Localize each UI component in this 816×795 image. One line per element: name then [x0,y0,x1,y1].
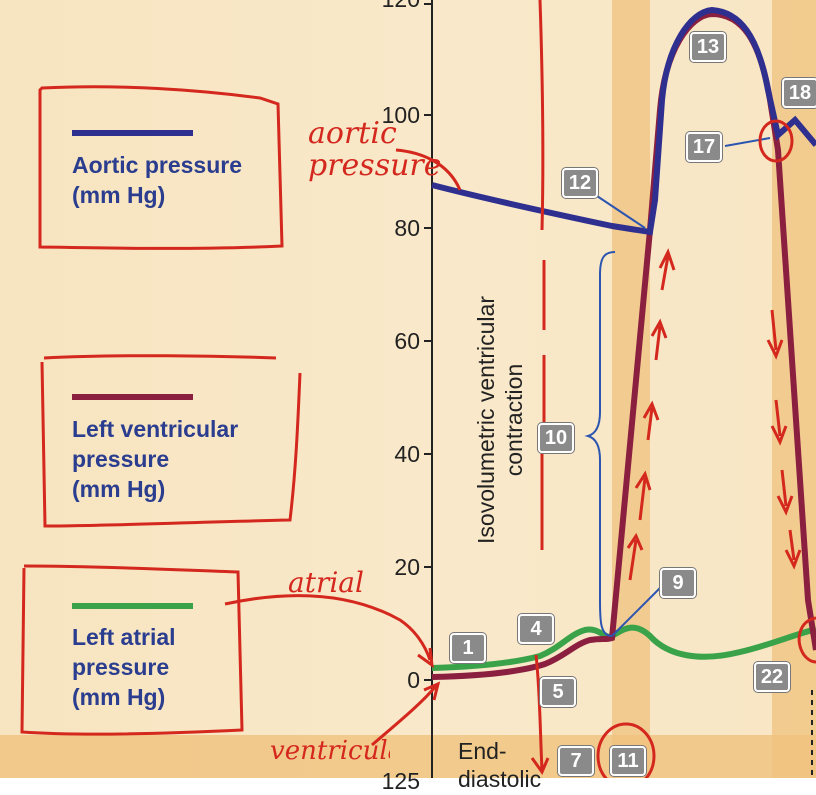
ink-circle-right-edge [797,616,816,664]
badge-12: 12 [562,168,598,198]
badge-22: 22 [754,662,790,692]
ink-circle-11 [596,722,656,778]
handwriting-ventricular: ventricular [270,736,390,766]
y-tick-label-0: 0 [407,667,420,693]
badge-17: 17 [686,132,722,162]
y-tick-label-40: 40 [394,441,420,467]
ink-ventricular-arrow [371,681,441,747]
handwriting-aortic: aortic pressure [308,116,442,183]
y-tick-label-80: 80 [394,215,420,241]
ink-circle-17 [758,119,794,163]
aortic-pressure-curve [431,6,816,236]
leader-12 [593,193,646,229]
y-tick-label-60: 60 [394,328,420,354]
ink-vertical-line [538,0,546,550]
legend-box-ventricular [40,354,302,528]
badge-18: 18 [782,78,816,108]
legend-box-aortic [38,85,284,250]
diagram-graphics [0,0,816,778]
leader-9 [611,587,661,637]
ink-atrial-arrow [224,594,434,669]
phase-band-left [612,0,650,778]
y-tick-label-bottom: 125 [381,768,420,794]
handwriting-atrial: atrial [288,566,364,599]
bottom-band [0,735,816,778]
badge-10: 10 [538,423,574,453]
legend-label-aortic: Aortic pressure (mm Hg) [72,152,243,208]
legend-label-atrial: Left atrial pressure (mm Hg) [72,624,176,710]
badge-11: 11 [610,746,646,776]
y-tick-label-20: 20 [394,554,420,580]
badge-9: 9 [660,568,696,598]
brace-isovolumetric [584,251,616,637]
badge-7: 7 [558,746,594,776]
legend-label-ventricular: Left ventricular pressure (mm Hg) [72,416,239,502]
phase-label-isovolumetric: Isovolumetric ventricular contraction [473,296,527,544]
ink-down-arrows [766,309,802,570]
y-tick-label-100: 100 [381,102,420,128]
y-tick-label-120: 120 [370,0,420,13]
badge-4: 4 [518,614,554,644]
ink-aortic-arrow [395,148,462,191]
badge-1: 1 [450,633,486,663]
leader-17 [724,137,771,147]
ink-up-arrows [626,248,676,581]
badge-5: 5 [540,677,576,707]
badge-13: 13 [690,32,726,62]
end-diastolic-label: End- diastolic [458,738,542,792]
ink-small-arrow-bottom [530,654,550,776]
legend-box-atrial [20,564,244,736]
